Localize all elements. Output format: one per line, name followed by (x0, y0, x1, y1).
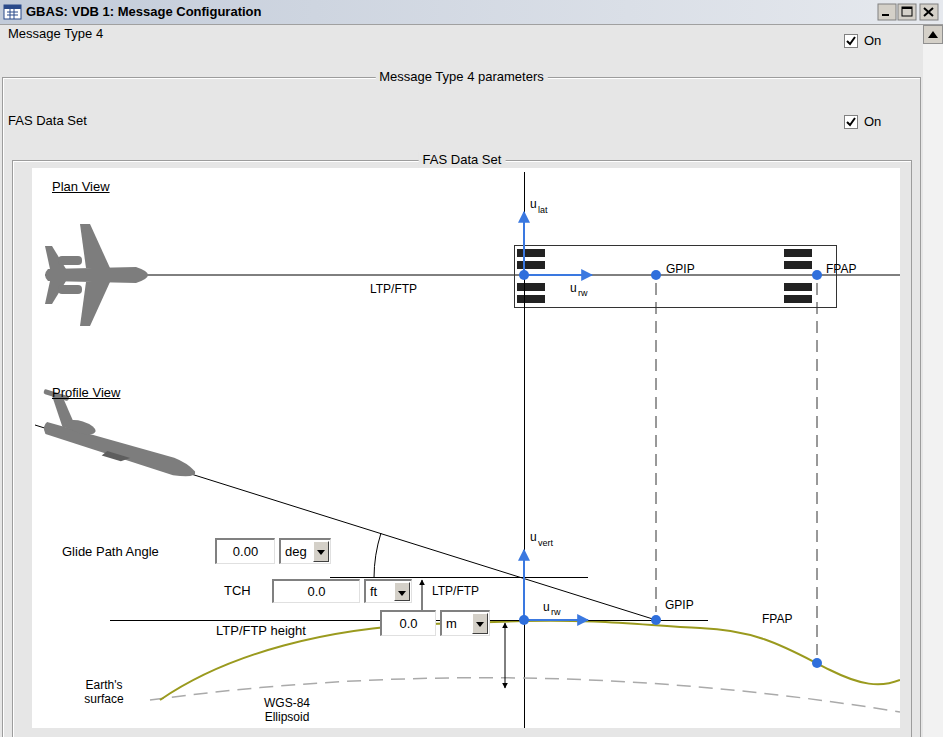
point-name: FPAP (762, 612, 792, 626)
axis-subscript: rw (578, 288, 588, 298)
value-text: 0.00 (233, 544, 258, 559)
view-heading: Profile View (52, 386, 120, 400)
dropdown-button (394, 582, 410, 601)
axis-name: u (543, 600, 550, 614)
point-name: FPAP (826, 262, 856, 276)
unit-vectors (524, 212, 592, 620)
dropdown-arrow (473, 614, 487, 634)
point-name: GPIP (665, 598, 694, 612)
checkbox-label: On (864, 33, 881, 48)
fas-geometry (32, 172, 900, 728)
diagram-panel (32, 168, 900, 728)
surface-label: WGS-84 Ellipsoid (246, 696, 328, 724)
dropdown-button (472, 613, 488, 634)
axis-subscript: vert (538, 538, 553, 548)
projection-lines (656, 283, 817, 655)
group-box: Message Type 4 parametersOnFAS Data Set0… (2, 77, 921, 737)
checkbox-square (845, 116, 858, 129)
row-label: FAS Data Set (8, 114, 87, 128)
unit-dropdown: deg (279, 538, 331, 564)
unit-text: ft (370, 584, 377, 599)
dropdown-button (313, 541, 329, 562)
tch-horizontal (330, 577, 588, 578)
axis-name: u (570, 281, 577, 295)
checkbox-mark (844, 115, 858, 129)
value-text: 0.0 (307, 584, 325, 599)
reference-points (519, 270, 822, 668)
view-heading: Plan View (52, 180, 110, 194)
checkbox-square (845, 35, 858, 48)
height-dimension (505, 623, 506, 688)
check-tick (847, 37, 855, 44)
vertical-axis (524, 172, 525, 728)
group-title: Message Type 4 parameters (375, 69, 548, 85)
axis-name: u (530, 530, 537, 544)
arrow-glyph (476, 622, 484, 627)
point-name: LTP/FTP (432, 584, 479, 598)
dropdown-arrow (395, 583, 409, 603)
axis-name: u (530, 197, 537, 211)
window-title: GBAS: VDB 1: Message Configuration (26, 4, 261, 19)
runway-outline (515, 246, 837, 308)
value-field: 0.0 (380, 610, 436, 636)
check-tick (847, 118, 855, 125)
checkbox-label: On (864, 114, 881, 129)
profile-aircraft (32, 389, 206, 483)
group-title: FAS Data Set (419, 152, 506, 168)
value-field: 0.0 (272, 579, 360, 603)
plan-aircraft (45, 224, 148, 326)
axis-subscript: rw (551, 607, 561, 617)
value-field: 0.00 (215, 538, 275, 564)
title-bar (0, 0, 943, 25)
scrollbar (923, 25, 943, 737)
unit-dropdown: m (440, 610, 490, 636)
field-label: Glide Path Angle (62, 545, 159, 559)
dropdown-arrow (314, 542, 328, 562)
angle-arc (374, 533, 381, 578)
enable-checkbox: On (844, 114, 881, 130)
unit-dropdown: ft (364, 579, 412, 603)
axis-subscript: lat (538, 205, 548, 215)
arrow-glyph (398, 591, 406, 596)
window-buttons (878, 4, 938, 20)
earth-surface-curve (160, 621, 900, 700)
group-box: FAS Data Set0.00deg0.0ft0.0m (12, 160, 912, 737)
point-name: LTP/FTP (370, 282, 417, 296)
unit-text: deg (285, 544, 307, 559)
surface-label: Earth's surface (76, 678, 132, 706)
field-label: TCH (224, 584, 251, 598)
arrow-glyph (317, 550, 325, 555)
enable-checkbox: On (844, 33, 881, 49)
plan-centerline (45, 275, 900, 276)
threshold-bars (517, 249, 812, 303)
value-text: 0.0 (399, 616, 417, 631)
row-label: Message Type 4 (8, 27, 103, 41)
checkbox-mark (844, 34, 858, 48)
point-name: GPIP (666, 262, 695, 276)
field-label: LTP/FTP height (215, 624, 307, 638)
unit-text: m (446, 616, 457, 631)
